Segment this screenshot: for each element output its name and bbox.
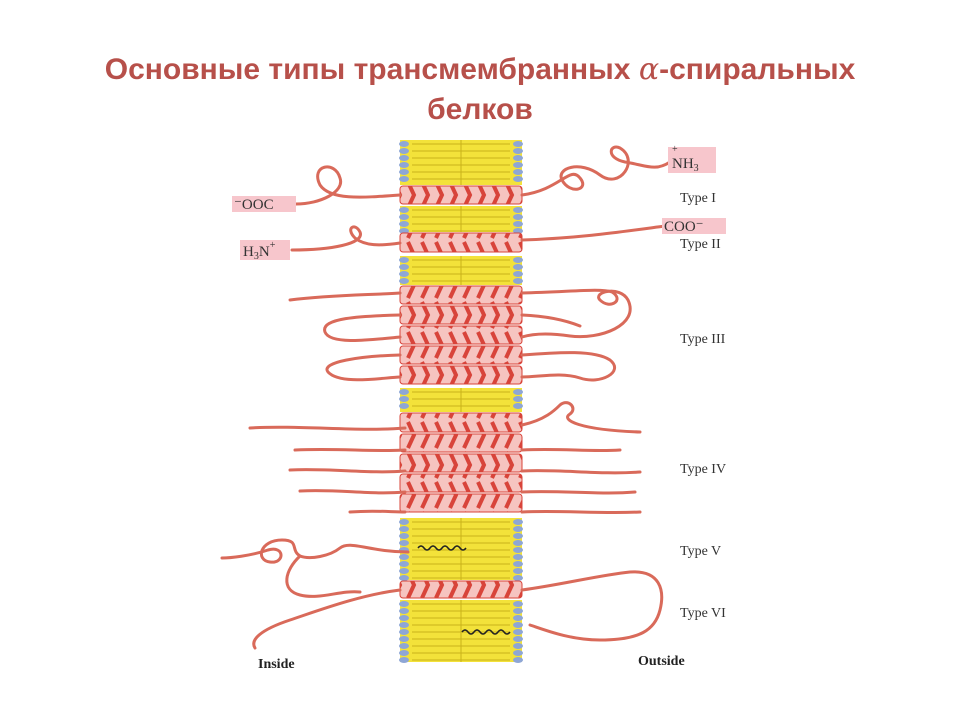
chain-type-5-inside-2 (285, 554, 362, 598)
lipid-block-1 (399, 140, 523, 185)
lipid-block-2 (399, 206, 523, 234)
type-2-label: Type II (680, 237, 721, 252)
lipid-block-6 (399, 600, 523, 663)
chain-type-3-e (520, 313, 582, 328)
lipid-block-5 (399, 518, 523, 581)
helix-block-13 (399, 580, 523, 599)
chain-type-4-out-3 (520, 469, 642, 475)
alpha-symbol: α (638, 52, 660, 87)
chain-type-5-inside (220, 538, 410, 564)
h3n-label-bg (240, 240, 290, 260)
helix-block-3 (399, 285, 523, 305)
chain-type-3-c (325, 353, 402, 382)
chain-type-2-inside (290, 225, 402, 252)
chain-type-3-b (323, 313, 402, 342)
lipid-anchor-type-5 (417, 545, 467, 551)
chain-type-2-outside (520, 224, 667, 242)
coo-outside-label: COO⁻ (664, 219, 704, 235)
title-text-line-2: белков (427, 93, 533, 126)
chain-type-4-out-2 (520, 447, 622, 453)
coo-out-label-bg (662, 218, 726, 234)
chain-type-4-out-1 (520, 401, 642, 434)
helix-block-8 (399, 412, 523, 433)
cooh-inside-label: ⁻OOC (234, 197, 274, 213)
polypeptide-chains (220, 145, 672, 650)
chain-type-4-in-3 (288, 468, 407, 474)
outside-label: Outside (638, 654, 685, 669)
chain-type-6-inside (252, 588, 402, 650)
nh3-label: NH3 (672, 156, 699, 174)
type-6-label: Type VI (680, 606, 726, 621)
type-5-label: Type V (680, 544, 721, 559)
helix-block-1 (399, 185, 523, 205)
type-labels: Type I Type II Type III Type IV Type V T… (680, 191, 726, 621)
h3n-label: H3N+ (243, 240, 276, 262)
lipid-block-3 (399, 256, 523, 285)
chain-type-3-a (288, 291, 402, 302)
helix-block-10 (399, 453, 523, 473)
chain-type-4-in-2 (293, 447, 407, 453)
lipid-anchor-type-6 (461, 629, 511, 635)
helix-block-9 (399, 433, 523, 453)
title-text-part-1: Основные типы трансмембранных (104, 53, 639, 86)
chain-type-4-in-1 (248, 425, 407, 431)
helix-block-6 (399, 345, 523, 365)
helix-block-11 (399, 473, 523, 493)
chain-type-1-outside (520, 145, 672, 197)
chain-type-3-f (520, 351, 617, 382)
slide-title: Основные типы трансмембранных α-спиральн… (0, 50, 960, 130)
type-3-label: Type III (680, 332, 726, 347)
chain-type-4-in-4 (298, 489, 407, 495)
helix-block-5 (399, 325, 523, 345)
inside-label: Inside (258, 657, 295, 672)
title-text-part-2: -спиральных (659, 53, 856, 86)
side-labels: Inside Outside (258, 654, 685, 672)
nh3-label-bg (668, 147, 716, 173)
helix-block-12 (399, 493, 523, 513)
chain-type-4-out-4 (520, 490, 637, 495)
chain-type-6-outside (520, 570, 664, 642)
lipid-bilayer-segments (399, 140, 523, 663)
helix-block-7 (399, 365, 523, 385)
helix-block-4 (399, 305, 523, 325)
chain-type-3-d (520, 288, 632, 339)
type-4-label: Type IV (680, 462, 726, 477)
chain-type-4-in-5 (348, 509, 407, 514)
terminal-labels: + NH3 ⁻OOC COO⁻ H3N+ (232, 144, 726, 262)
helix-block-2 (399, 232, 523, 253)
lipid-block-4 (399, 388, 523, 412)
chain-type-1-inside (294, 165, 402, 206)
nh3-plus-sign: + (672, 144, 678, 155)
chain-type-4-out-5 (520, 509, 642, 515)
type-1-label: Type I (680, 191, 716, 206)
cooh-in-label-bg (232, 196, 296, 212)
